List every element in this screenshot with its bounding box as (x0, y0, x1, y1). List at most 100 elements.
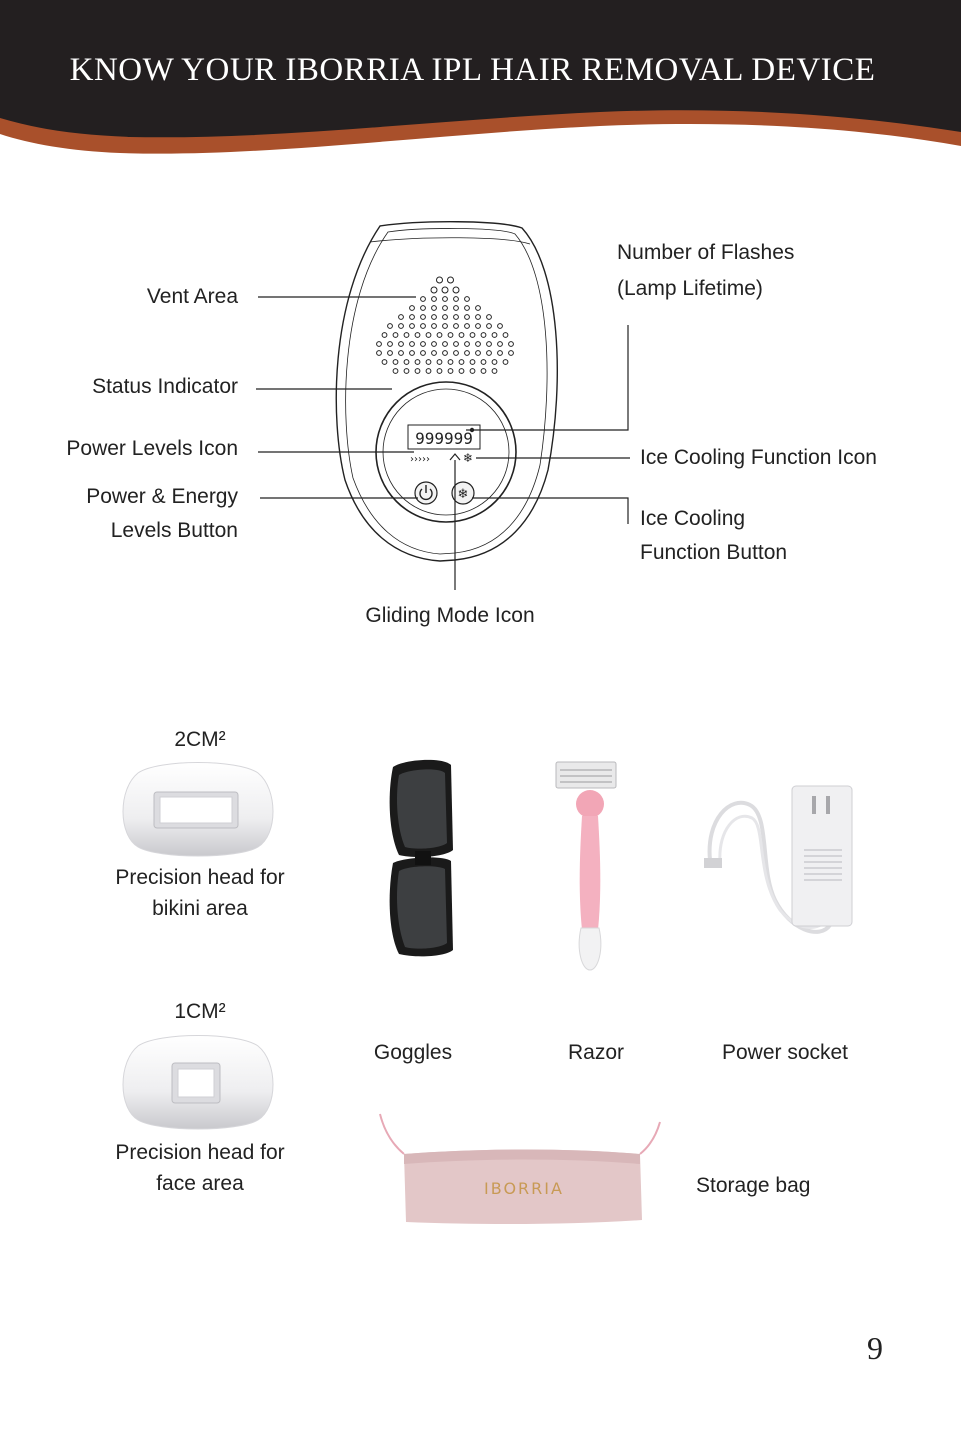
label-ice-cooling-button: Ice Cooling Function Button (640, 507, 788, 564)
vent-hole (420, 341, 426, 347)
label-vent-area: Vent Area (146, 285, 238, 308)
vent-hole (508, 350, 514, 356)
precision-head-2cm-image (122, 762, 274, 857)
vent-hole (420, 323, 426, 329)
vent-hole (447, 332, 454, 338)
vent-hole (464, 305, 470, 311)
vent-hole (491, 359, 498, 365)
vent-hole (425, 359, 432, 365)
vent-hole (398, 323, 404, 329)
vent-hole (442, 305, 448, 311)
vent-hole (414, 332, 421, 338)
vent-hole (464, 296, 470, 302)
vent-hole (469, 359, 476, 365)
vent-hole (475, 350, 481, 356)
vent-hole (480, 359, 487, 365)
bag-brand-text: IBORRIA (484, 1179, 564, 1198)
vent-hole (480, 332, 487, 338)
vent-hole (436, 359, 443, 365)
vent-hole (452, 286, 460, 294)
power-button[interactable] (414, 481, 438, 505)
vent-hole (469, 368, 476, 374)
vent-hole (486, 341, 492, 347)
svg-text:❄: ❄ (458, 487, 469, 502)
label-number-of-flashes: Number of Flashes (Lamp Lifetime) (617, 241, 795, 300)
vent-hole (420, 305, 426, 311)
vent-hole (502, 359, 509, 365)
vent-hole (398, 341, 404, 347)
vent-hole (409, 305, 415, 311)
vent-hole (376, 341, 382, 347)
vent-hole (453, 323, 459, 329)
precision-head-1cm-image (122, 1035, 274, 1130)
vent-hole (486, 350, 492, 356)
vent-hole (425, 332, 432, 338)
vent-hole (475, 341, 481, 347)
vent-hole (381, 359, 388, 365)
vent-hole (447, 359, 454, 365)
vent-hole (387, 323, 393, 329)
header-band (0, 0, 961, 154)
vent-hole (475, 314, 481, 320)
label-ice-cooling-icon: Ice Cooling Function Icon (640, 446, 877, 469)
vent-hole (376, 350, 382, 356)
vent-hole (403, 359, 410, 365)
vent-hole (464, 323, 470, 329)
razor-label: Razor (567, 1041, 625, 1064)
vent-hole (502, 332, 509, 338)
vent-hole (491, 368, 498, 374)
goggles-image (389, 759, 453, 957)
vent-hole (453, 314, 459, 320)
device-body (335, 221, 558, 562)
vent-hole (431, 314, 437, 320)
vent-hole (430, 286, 438, 294)
vent-hole (464, 350, 470, 356)
vent-hole (497, 341, 503, 347)
head-2cm-caption: Precision head for bikini area (115, 866, 285, 920)
vent-hole (453, 350, 459, 356)
label-gliding-mode-icon: Gliding Mode Icon (365, 604, 535, 627)
vent-hole (409, 341, 415, 347)
vent-hole (458, 332, 465, 338)
vent-hole (420, 314, 426, 320)
label-power-energy-button: Power & Energy Levels Button (86, 485, 238, 542)
label-status-indicator: Status Indicator (92, 375, 238, 398)
vent-hole (486, 314, 492, 320)
vent-hole (486, 323, 492, 329)
vent-hole (403, 368, 410, 374)
device-diagram: 999999 ››››› ❄ ❄ (256, 221, 630, 590)
vent-hole (398, 350, 404, 356)
vent-hole (425, 368, 432, 374)
head-1cm-size: 1CM² (174, 1000, 226, 1023)
power-socket-label: Power socket (721, 1041, 849, 1064)
vent-hole (453, 305, 459, 311)
vent-hole (475, 323, 481, 329)
vent-hole (403, 332, 410, 338)
vent-hole (442, 323, 448, 329)
vent-hole (497, 350, 503, 356)
vent-hole (409, 314, 415, 320)
ice-cooling-button[interactable]: ❄ (451, 481, 475, 505)
razor-image (555, 761, 617, 971)
vent-hole (398, 314, 404, 320)
storage-bag-image: IBORRIA (379, 1113, 661, 1225)
vent-hole (387, 341, 393, 347)
vent-hole (420, 350, 426, 356)
power-socket-image (704, 785, 853, 934)
vent-hole (480, 368, 487, 374)
vent-hole (497, 323, 503, 329)
vent-hole (431, 305, 437, 311)
vent-hole (431, 350, 437, 356)
vent-hole (392, 368, 399, 374)
vent-hole (458, 359, 465, 365)
vent-hole (431, 296, 437, 302)
vent-hole (431, 323, 437, 329)
vent-hole (442, 314, 448, 320)
vent-hole (458, 368, 465, 374)
vent-hole (508, 341, 514, 347)
vent-hole (469, 332, 476, 338)
storage-bag-label: Storage bag (696, 1174, 811, 1197)
page-title: KNOW YOUR IBORRIA IPL HAIR REMOVAL DEVIC… (69, 52, 876, 88)
vent-hole (453, 341, 459, 347)
vent-hole (447, 276, 454, 284)
